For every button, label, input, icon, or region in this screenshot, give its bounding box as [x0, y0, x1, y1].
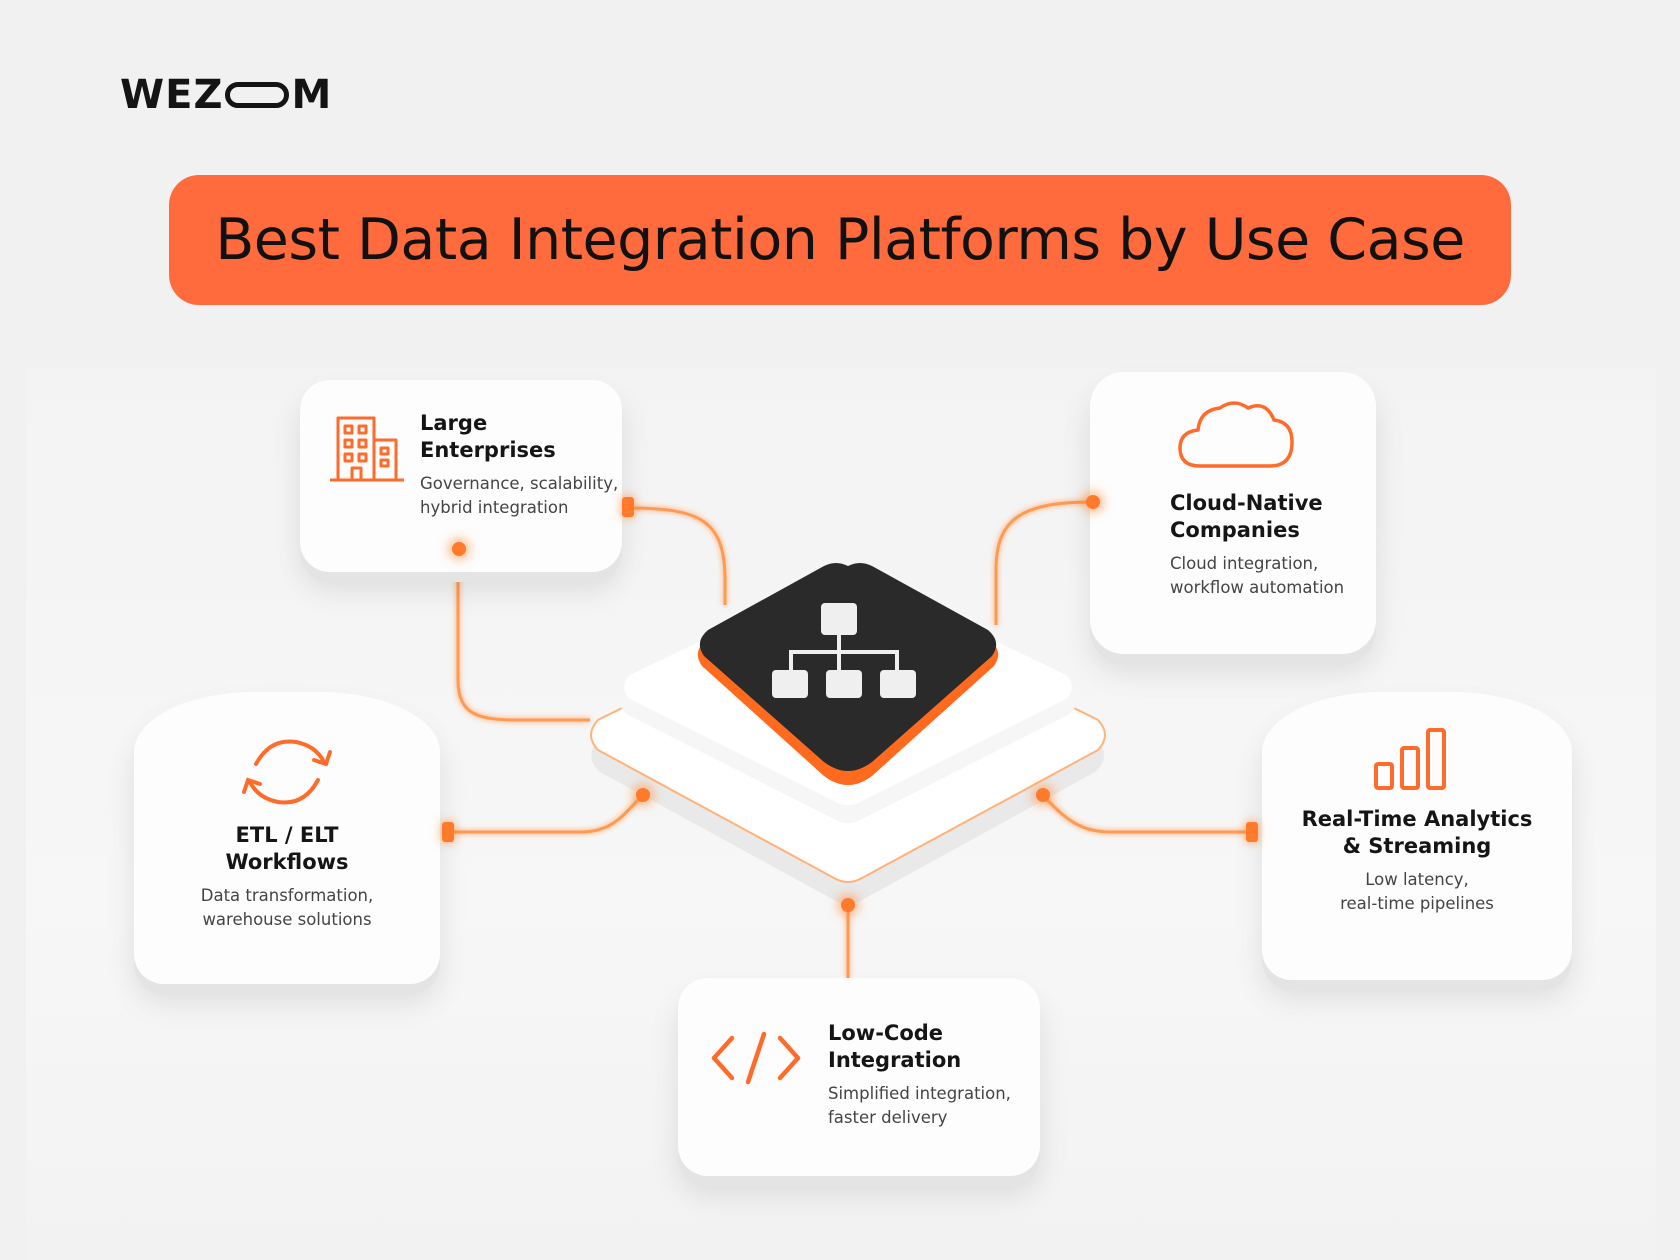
logo-text-right: M — [291, 72, 333, 118]
bar-chart-icon — [1374, 728, 1446, 790]
card-desc-line: real-time pipelines — [1340, 894, 1494, 913]
card-desc-line: hybrid integration — [420, 498, 569, 517]
brand-logo: WEZ M — [120, 72, 332, 118]
card-desc-line: warehouse solutions — [202, 910, 372, 929]
building-icon — [330, 416, 404, 482]
plug-etl — [442, 822, 454, 842]
logo-o-mark — [225, 82, 290, 108]
hierarchy-icon — [772, 603, 916, 698]
card-description: Low latency, real-time pipelines — [1262, 868, 1572, 916]
port-large-enterprises-bottom — [452, 542, 466, 556]
card-desc-line: faster delivery — [828, 1108, 948, 1127]
wire-etl — [452, 793, 645, 834]
code-icon — [711, 1031, 801, 1085]
card-title-line: Real-Time Analytics — [1301, 807, 1533, 831]
card-cloud-native[interactable]: Cloud-Native Companies Cloud integration… — [1090, 372, 1376, 654]
card-desc-line: Cloud integration, — [1170, 554, 1319, 573]
card-title: ETL / ELT Workflows — [134, 822, 440, 876]
plug-large-enterprises-right — [622, 497, 634, 517]
card-etl-elt[interactable]: ETL / ELT Workflows Data transformation,… — [134, 692, 440, 984]
wire-cloud-native — [994, 500, 1093, 625]
card-desc-line: Low latency, — [1365, 870, 1469, 889]
card-description: Cloud integration, workflow automation — [1170, 552, 1376, 600]
card-title-line: Cloud-Native — [1170, 491, 1323, 515]
hub-port-right — [1036, 788, 1050, 802]
card-title-line: Low-Code — [828, 1021, 944, 1045]
hub-port-left — [636, 788, 650, 802]
card-title: Cloud-Native Companies — [1170, 490, 1376, 544]
card-desc-line: Simplified integration, — [828, 1084, 1011, 1103]
card-title-line: Integration — [828, 1048, 962, 1072]
card-desc-line: Governance, scalability, — [420, 474, 619, 493]
card-title: Large Enterprises — [420, 411, 556, 462]
card-desc-line: Data transformation, — [200, 886, 374, 905]
card-title-line: & Streaming — [1342, 834, 1492, 858]
port-cloud-native — [1086, 495, 1100, 509]
wire-large-enterprises-bottom — [456, 548, 590, 722]
card-description: Data transformation, warehouse solutions — [134, 884, 440, 932]
card-title: Real-Time Analytics & Streaming — [1262, 806, 1572, 860]
cloud-icon — [1178, 401, 1294, 468]
card-description: Simplified integration, faster delivery — [828, 1082, 1040, 1130]
title-banner: Best Data Integration Platforms by Use C… — [169, 175, 1511, 305]
wire-large-enterprises-right — [627, 506, 727, 605]
page-title: Best Data Integration Platforms by Use C… — [215, 207, 1465, 273]
refresh-icon — [242, 739, 332, 805]
card-low-code[interactable]: Low-Code Integration Simplified integrat… — [678, 978, 1040, 1176]
plug-real-time — [1246, 822, 1258, 842]
card-title-line: ETL / ELT — [235, 823, 339, 847]
hub-port-bottom — [841, 898, 855, 912]
card-description: Governance, scalability, hybrid integrat… — [420, 472, 622, 520]
card-desc-line: workflow automation — [1170, 578, 1345, 597]
card-title-line: Companies — [1170, 518, 1300, 542]
card-title: Low-Code Integration — [828, 1020, 1040, 1074]
card-real-time[interactable]: Real-Time Analytics & Streaming Low late… — [1262, 692, 1572, 980]
card-large-enterprises[interactable]: Large Enterprises Governance, scalabilit… — [300, 380, 622, 572]
logo-text-left: WEZ — [120, 72, 224, 118]
card-title-line: Workflows — [225, 850, 349, 874]
wire-real-time — [1040, 793, 1252, 834]
